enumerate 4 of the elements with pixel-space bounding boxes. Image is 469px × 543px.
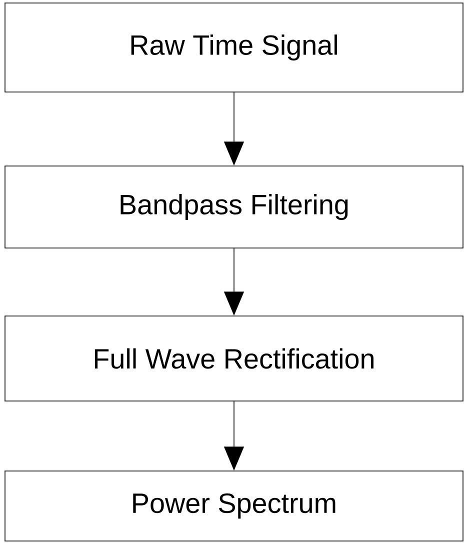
process-box: Power Spectrum bbox=[4, 470, 464, 542]
process-box: Full Wave Rectification bbox=[4, 316, 464, 402]
process-box: Raw Time Signal bbox=[4, 2, 464, 92]
process-box: Bandpass Filtering bbox=[4, 166, 464, 248]
